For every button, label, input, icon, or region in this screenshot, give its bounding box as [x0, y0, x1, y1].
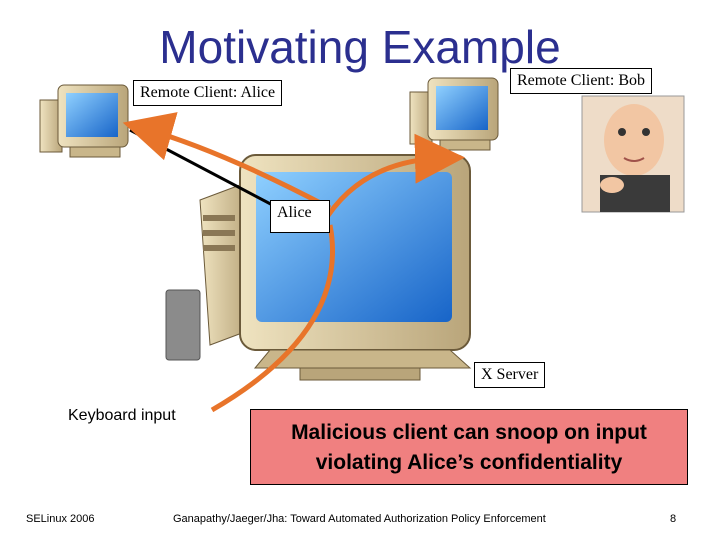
warning-callout: Malicious client can snoop on input viol… [250, 409, 688, 485]
x-server-label: X Server [474, 362, 546, 388]
arrow-to-bob [319, 133, 465, 227]
alice-window-label: Alice [270, 200, 330, 233]
label-remote-client-alice: Remote Client: Alice [133, 80, 283, 106]
bob-computer-icon [409, 77, 499, 151]
x-server-computer-icon [165, 154, 472, 381]
footer-center: Ganapathy/Jaeger/Jha: Toward Automated A… [173, 513, 546, 525]
alice-computer-icon [39, 84, 129, 158]
warning-line-1: Malicious client can snoop on input [291, 421, 647, 444]
keyboard-input-path [210, 224, 336, 413]
warning-line-2: violating Alice’s confidentiality [315, 451, 623, 474]
slide-title: Motivating Example [159, 21, 561, 73]
keyboard-input-label: Keyboard input [68, 407, 176, 424]
evil-person-photo [581, 95, 685, 213]
label-remote-client-bob: Remote Client: Bob [510, 68, 652, 94]
footer-left: SELinux 2006 [26, 513, 95, 525]
page-number: 8 [670, 513, 677, 525]
arrow-to-alice [122, 112, 332, 211]
